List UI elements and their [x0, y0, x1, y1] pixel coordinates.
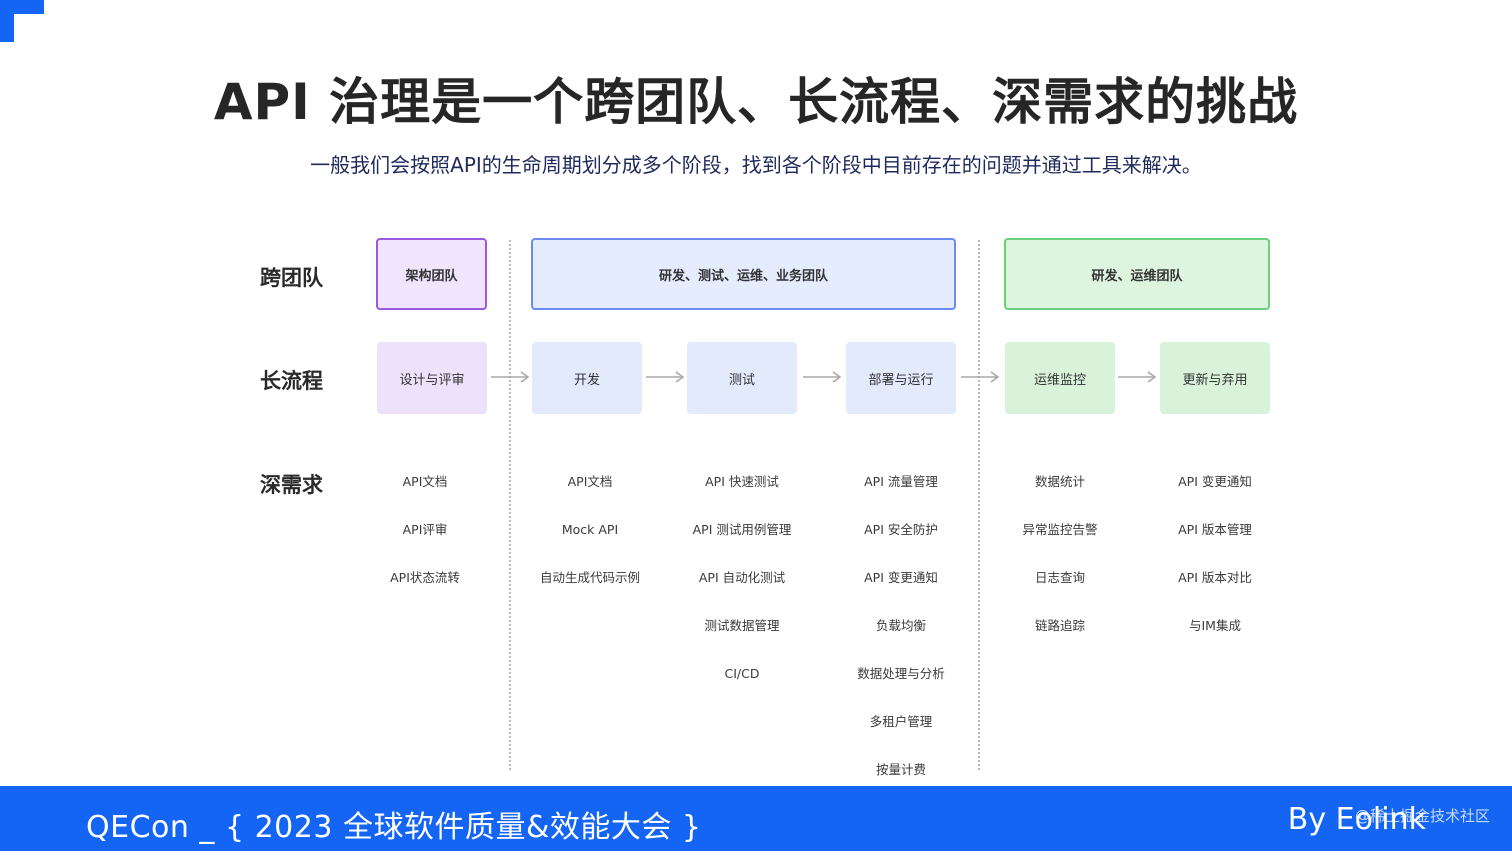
stage-ops-monitor: 运维监控	[1005, 342, 1115, 414]
need-item: API 快速测试	[705, 474, 779, 489]
arrow-right-icon	[490, 370, 530, 384]
need-item: 数据处理与分析	[857, 666, 945, 681]
team-dev-test-ops-business: 研发、测试、运维、业务团队	[531, 238, 956, 310]
need-item: API文档	[567, 474, 613, 489]
need-item: API 流量管理	[864, 474, 938, 489]
footer-bar: QECon _ { 2023 全球软件质量&效能大会 } By Eolink	[0, 786, 1512, 851]
divider-1	[509, 240, 511, 770]
need-item: API 版本管理	[1178, 522, 1252, 537]
team-dev-ops: 研发、运维团队	[1004, 238, 1270, 310]
need-item: API 测试用例管理	[692, 522, 792, 537]
corner-bracket-logo	[0, 0, 44, 42]
need-item: API评审	[402, 522, 448, 537]
needs-column-develop: API文档 Mock API 自动生成代码示例	[510, 472, 670, 616]
row-label-process: 长流程	[260, 369, 323, 393]
need-item: 异常监控告警	[1022, 522, 1098, 537]
page-title: API 治理是一个跨团队、长流程、深需求的挑战	[213, 73, 1299, 131]
needs-column-deploy: API 流量管理 API 安全防护 API 变更通知 负载均衡 数据处理与分析 …	[821, 472, 981, 808]
need-item: 与IM集成	[1189, 618, 1241, 633]
arrow-right-icon	[960, 370, 1000, 384]
needs-column-update: API 变更通知 API 版本管理 API 版本对比 与IM集成	[1135, 472, 1295, 664]
arrow-right-icon	[1117, 370, 1157, 384]
stage-develop: 开发	[532, 342, 642, 414]
need-item: 按量计费	[875, 762, 926, 777]
arrow-right-icon	[802, 370, 842, 384]
footer-conference-name: QECon _ { 2023 全球软件质量&效能大会 }	[86, 810, 702, 845]
stage-test: 测试	[687, 342, 797, 414]
need-item: Mock API	[561, 522, 619, 537]
need-item: API文档	[402, 474, 448, 489]
stage-update-deprecate: 更新与弃用	[1160, 342, 1270, 414]
team-architecture: 架构团队	[376, 238, 487, 310]
need-item: API状态流转	[390, 570, 460, 585]
need-item: 多租户管理	[869, 714, 933, 729]
page-subtitle: 一般我们会按照API的生命周期划分成多个阶段，找到各个阶段中目前存在的问题并通过…	[310, 153, 1202, 177]
divider-2	[978, 240, 980, 770]
need-item: API 变更通知	[1178, 474, 1252, 489]
arrow-right-icon	[645, 370, 685, 384]
need-item: API 版本对比	[1178, 570, 1252, 585]
row-label-teams: 跨团队	[260, 266, 323, 290]
need-item: 数据统计	[1034, 474, 1085, 489]
needs-column-design: API文档 API评审 API状态流转	[345, 472, 505, 616]
watermark: @稀土掘金技术社区	[1354, 807, 1490, 825]
need-item: API 变更通知	[864, 570, 938, 585]
need-item: 负载均衡	[875, 618, 926, 633]
need-item: 测试数据管理	[704, 618, 780, 633]
need-item: CI/CD	[724, 666, 760, 681]
row-label-needs: 深需求	[260, 473, 323, 497]
need-item: API 安全防护	[864, 522, 938, 537]
needs-column-test: API 快速测试 API 测试用例管理 API 自动化测试 测试数据管理 CI/…	[662, 472, 822, 712]
stage-design-review: 设计与评审	[377, 342, 487, 414]
need-item: 链路追踪	[1034, 618, 1085, 633]
need-item: API 自动化测试	[698, 570, 786, 585]
need-item: 自动生成代码示例	[539, 570, 640, 585]
footer-author: By Eolink	[1287, 802, 1426, 837]
need-item: 日志查询	[1034, 570, 1085, 585]
needs-column-monitor: 数据统计 异常监控告警 日志查询 链路追踪	[980, 472, 1140, 664]
stage-deploy-run: 部署与运行	[846, 342, 956, 414]
